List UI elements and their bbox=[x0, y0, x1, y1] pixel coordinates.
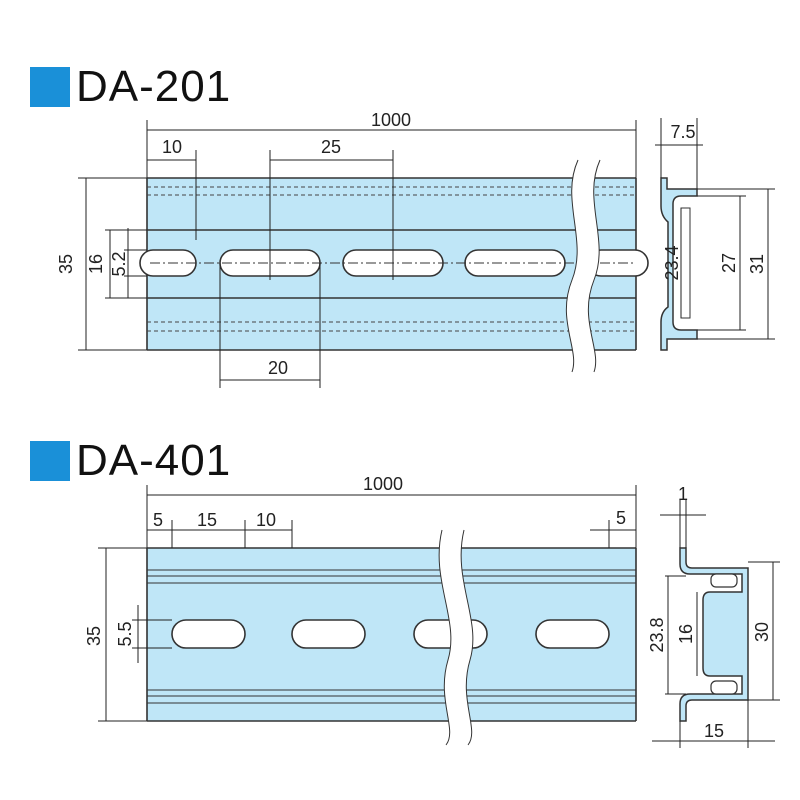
da401-break-line bbox=[438, 529, 452, 746]
da401-plan-view bbox=[146, 529, 637, 746]
da401-section-inner-label: 23.8 bbox=[647, 617, 667, 652]
da201-section-outer-label: 31 bbox=[747, 254, 767, 274]
da401-slot bbox=[291, 619, 366, 649]
da401-heading: DA-401 bbox=[30, 436, 231, 486]
da401-length-label: 1000 bbox=[363, 474, 403, 494]
da401-slot bbox=[535, 619, 610, 649]
da401-break-line bbox=[460, 529, 474, 746]
da201-break-line bbox=[587, 159, 601, 373]
da201-dimensions: 1000 10 25 20 35 16 bbox=[56, 110, 637, 388]
da401-start-offset-label: 5 bbox=[153, 510, 163, 530]
da201-offset-label: 10 bbox=[162, 137, 182, 157]
da201-slot-length-label: 20 bbox=[268, 358, 288, 378]
da401-slot-length-label: 15 bbox=[197, 510, 217, 530]
da201-plan-view bbox=[139, 159, 649, 373]
title-marker-square bbox=[30, 67, 70, 107]
da401-section-outer-label: 30 bbox=[752, 622, 772, 642]
da401-title: DA-401 bbox=[76, 436, 232, 485]
da401-width-label: 35 bbox=[84, 626, 104, 646]
da201-length-label: 1000 bbox=[371, 110, 411, 130]
da201-break-line bbox=[565, 159, 579, 373]
da201-title: DA-201 bbox=[76, 62, 232, 111]
da401-rail-outline bbox=[146, 547, 637, 722]
da201-rail-outline bbox=[146, 177, 637, 351]
da201-section-inner-label: 23.4 bbox=[662, 245, 682, 280]
da201-width-label: 35 bbox=[56, 254, 76, 274]
da201-pitch-label: 25 bbox=[321, 137, 341, 157]
da401-end-offset-label: 5 bbox=[616, 508, 626, 528]
da401-slot-gap-label: 10 bbox=[256, 510, 276, 530]
da401-slot-width-label: 5.5 bbox=[115, 621, 135, 646]
da401-section-profile bbox=[679, 547, 749, 722]
da401-section-depth-label: 15 bbox=[704, 721, 724, 741]
da401-cross-section: 1 23.8 16 30 15 bbox=[647, 484, 780, 748]
da201-section-mid-label: 27 bbox=[719, 253, 739, 273]
da401-break-gap bbox=[439, 530, 473, 745]
da401-flange-thickness-label: 1 bbox=[678, 484, 688, 504]
da201-heading: DA-201 bbox=[30, 62, 231, 112]
title-marker-square bbox=[30, 441, 70, 481]
da201-cross-section: 7.5 23.4 27 31 bbox=[655, 118, 775, 351]
da401-section-mid-label: 16 bbox=[676, 624, 696, 644]
da401-slot bbox=[171, 619, 246, 649]
da201-band-label: 16 bbox=[86, 254, 106, 274]
da201-slot-width-label: 5.2 bbox=[109, 251, 129, 276]
da401-dimensions: 1000 5 15 10 5 35 5.5 bbox=[84, 474, 637, 722]
da201-section-depth-label: 7.5 bbox=[670, 122, 695, 142]
da201-break-gap bbox=[566, 160, 600, 372]
